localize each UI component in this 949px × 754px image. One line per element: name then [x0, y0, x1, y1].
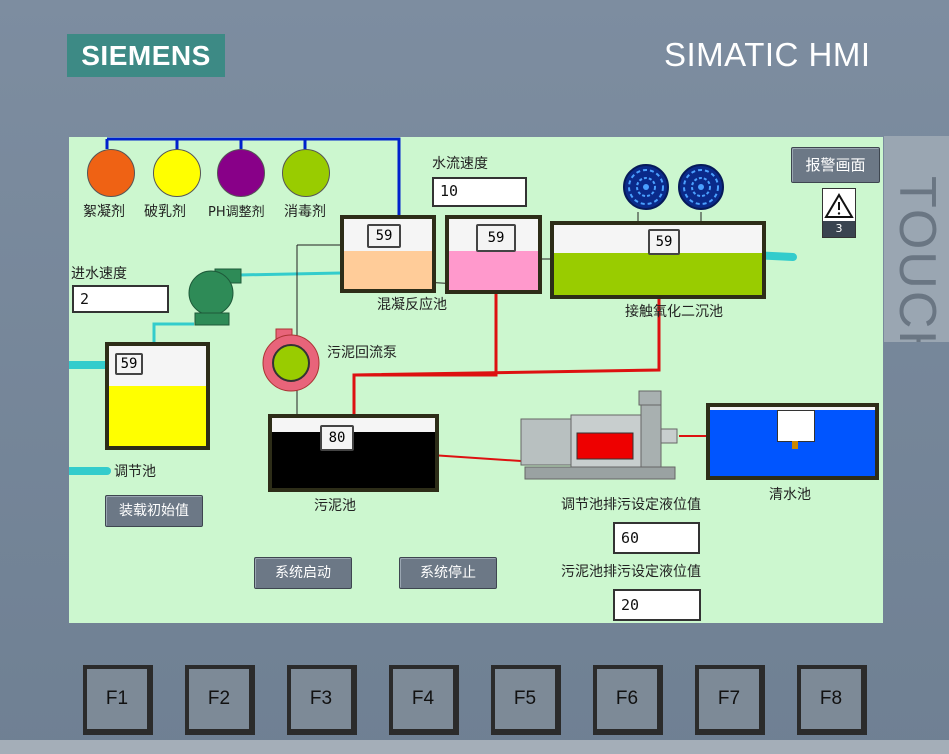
flocculant-label: 絮凝剂: [83, 204, 125, 220]
contact-oxidation-tank-fill: [554, 253, 762, 295]
level-sensor-probe: [792, 441, 798, 449]
coagulation-tank-fill: [344, 250, 432, 289]
function-key-5[interactable]: F5: [491, 665, 561, 735]
water-flow-field[interactable]: 10: [432, 177, 527, 207]
regulating-level: 59: [115, 353, 143, 375]
touch-label-strip: TOUCH: [884, 136, 949, 342]
bezel-bottom-strip: [0, 740, 949, 754]
process-screen: 絮凝剂 破乳剂 PH调整剂 消毒剂 水流速度 10 进水速度 2 59 调节池 …: [69, 137, 883, 623]
function-key-1[interactable]: F1: [83, 665, 153, 735]
regulating-setpoint-field[interactable]: 60: [613, 522, 700, 554]
sludge-return-pump-icon: [262, 328, 320, 392]
alarm-indicator[interactable]: 3: [822, 188, 856, 238]
contact-oxidation-level: 59: [648, 229, 680, 255]
pump-discharge-pipe: [238, 271, 342, 277]
function-key-2[interactable]: F2: [185, 665, 255, 735]
sludge-setpoint-field[interactable]: 20: [613, 589, 701, 621]
aerator-fan-1-icon: [623, 164, 669, 210]
function-key-6[interactable]: F6: [593, 665, 663, 735]
ph-adjuster-tank-icon: [217, 149, 265, 197]
function-key-7[interactable]: F7: [695, 665, 765, 735]
function-key-3[interactable]: F3: [287, 665, 357, 735]
siemens-logo: SIEMENS: [67, 34, 225, 77]
coagulation-level: 59: [367, 224, 401, 248]
coagulation-tank-label: 混凝反应池: [377, 297, 447, 313]
load-initial-values-button[interactable]: 装载初始值: [105, 495, 203, 527]
flocculant-tank-icon: [87, 149, 135, 197]
inlet-speed-field[interactable]: 2: [72, 285, 169, 313]
sludge-return-pipe-2: [353, 299, 661, 377]
function-key-label: F8: [801, 669, 861, 729]
regulating-tank-fill: [109, 386, 206, 446]
demulsifier-label: 破乳剂: [144, 204, 186, 220]
disinfectant-label: 消毒剂: [284, 204, 326, 220]
demulsifier-tank-icon: [153, 149, 201, 197]
sludge-return-pump-label: 污泥回流泵: [327, 345, 397, 361]
dosing-pipe: [107, 137, 401, 221]
function-key-label: F5: [495, 669, 555, 729]
contact-oxidation-tank: [550, 221, 766, 299]
inlet-pump-icon: [188, 268, 242, 326]
coagulation-tank: [340, 215, 436, 293]
aerator-fan-2-icon: [678, 164, 724, 210]
sludge-level: 80: [320, 425, 354, 451]
warning-icon: [824, 193, 854, 218]
system-stop-button[interactable]: 系统停止: [399, 557, 497, 589]
water-flow-label: 水流速度: [432, 156, 488, 172]
function-key-label: F1: [87, 669, 147, 729]
ph-adjuster-label: PH调整剂: [208, 205, 265, 220]
simatic-hmi-title: SIMATIC HMI: [664, 36, 871, 73]
function-key-label: F7: [699, 669, 759, 729]
sludge-discharge-pipe: [430, 454, 522, 462]
clear-water-tank-label: 清水池: [769, 487, 811, 503]
function-key-4[interactable]: F4: [389, 665, 459, 735]
disinfectant-tank-icon: [282, 149, 330, 197]
discharge-pump-machine-icon: [520, 390, 678, 480]
function-key-label: F2: [189, 669, 249, 729]
sludge-tank-label: 污泥池: [314, 498, 356, 514]
alarm-count: 3: [823, 221, 855, 237]
regulating-tank-label: 调节池: [114, 464, 156, 480]
reaction-tank-2-fill: [449, 250, 538, 290]
system-start-button[interactable]: 系统启动: [254, 557, 352, 589]
touch-label: TOUCH: [888, 176, 946, 342]
function-key-label: F6: [597, 669, 657, 729]
sludge-setpoint-label: 污泥池排污设定液位值: [561, 564, 701, 580]
alarm-screen-button[interactable]: 报警画面: [791, 147, 880, 183]
regulating-setpoint-label: 调节池排污设定液位值: [561, 497, 701, 513]
function-key-label: F3: [291, 669, 351, 729]
function-key-label: F4: [393, 669, 453, 729]
inlet-speed-label: 进水速度: [71, 266, 127, 282]
clear-water-level-display: [777, 410, 815, 442]
contact-oxidation-label: 接触氧化二沉池: [625, 304, 723, 320]
function-key-8[interactable]: F8: [797, 665, 867, 735]
reaction2-level: 59: [476, 224, 516, 252]
